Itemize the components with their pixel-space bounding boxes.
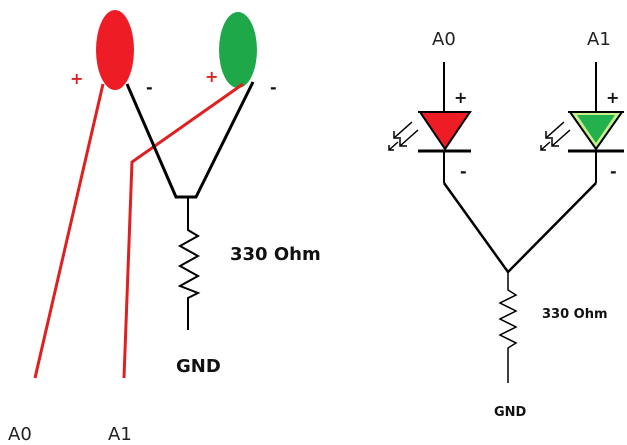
left-diagram: + - + - 330 Ohm GND A0 A1 bbox=[8, 10, 321, 445]
wire-a1 bbox=[122, 82, 244, 379]
right-a1-label: A1 bbox=[587, 29, 611, 50]
led1-symbol: + - bbox=[388, 62, 472, 183]
led2-plus-sign: + bbox=[205, 67, 218, 86]
left-resistor-label: 330 Ohm bbox=[230, 244, 321, 265]
led1-schematic-plus: + bbox=[454, 88, 467, 107]
left-resistor bbox=[177, 197, 201, 330]
right-diagram: A0 A1 + - bbox=[388, 29, 624, 420]
schematic-junction-wires bbox=[442, 182, 597, 274]
led1-minus-sign: - bbox=[146, 78, 153, 97]
right-a0-label: A0 bbox=[432, 29, 456, 50]
right-gnd-label: GND bbox=[494, 405, 527, 420]
led1-schematic-minus: - bbox=[460, 162, 467, 181]
led-legs-junction bbox=[125, 81, 255, 199]
left-gnd-label: GND bbox=[176, 356, 221, 377]
led2-minus-sign: - bbox=[270, 78, 277, 97]
led1-plus-sign: + bbox=[70, 69, 83, 88]
led2-triangle-inner bbox=[577, 115, 615, 143]
led2-schematic-plus: + bbox=[606, 88, 619, 107]
green-led-body bbox=[219, 12, 257, 88]
led2-light-arrows-icon bbox=[540, 121, 571, 151]
left-a0-label: A0 bbox=[8, 424, 32, 445]
led2-schematic-minus: - bbox=[610, 162, 617, 181]
led2-symbol: + - bbox=[540, 62, 624, 183]
right-resistor-label: 330 Ohm bbox=[542, 307, 608, 322]
right-resistor bbox=[498, 272, 518, 383]
led1-light-arrows-icon bbox=[388, 121, 419, 151]
red-led-body bbox=[96, 10, 134, 90]
wire-a0 bbox=[33, 83, 105, 379]
left-a1-label: A1 bbox=[108, 424, 132, 445]
led1-triangle bbox=[418, 111, 472, 151]
